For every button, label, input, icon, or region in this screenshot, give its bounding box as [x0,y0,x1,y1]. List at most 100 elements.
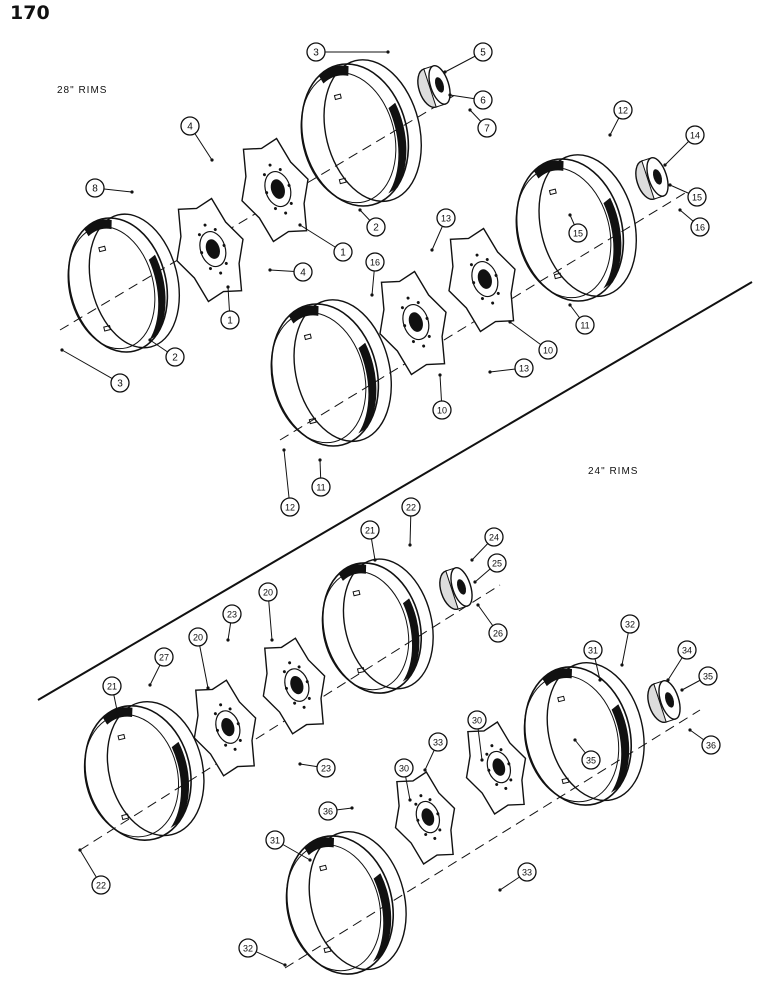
callout-number: 1 [340,248,346,259]
callout-7: 7 [477,118,497,138]
callout-22: 22 [401,497,421,517]
callout-number: 10 [437,406,447,416]
callout-15: 15 [687,187,707,207]
callout-circle [488,623,508,643]
callout-circle [85,178,105,198]
callout-number: 32 [625,620,635,630]
callout-leader-dot [498,888,502,892]
callout-number: 3 [117,379,123,390]
callout-number: 33 [522,868,532,878]
callout-circle [538,340,558,360]
callout-leader-dot [116,713,120,717]
callout-circle [265,830,285,850]
callout-8: 8 [85,178,105,198]
callout-leader-line [61,349,121,384]
callout-number: 13 [441,214,451,224]
callout-21: 21 [360,520,380,540]
callout-number: 11 [316,483,325,493]
rim-24-right-inner [523,662,645,806]
callout-circle [583,640,603,660]
callout-3: 3 [110,373,130,393]
callout-31: 31 [265,830,285,850]
hub-24-upper [439,566,473,611]
rim-28-upper-left-outer [67,213,181,353]
callout-number: 6 [480,96,486,107]
callout-33: 33 [517,862,537,882]
rim-24-right-outer [285,831,407,975]
callout-circle [487,553,507,573]
callout-leader-dot [620,663,624,667]
callout-16: 16 [690,217,710,237]
callout-23: 23 [316,758,336,778]
callout-leader-dot [480,758,484,762]
callout-20: 20 [258,582,278,602]
callout-leader-dot [678,208,682,212]
callout-leader-dot [308,858,312,862]
hub-24-right [647,679,681,724]
callout-leader-dot [680,688,684,692]
callout-circle [293,262,313,282]
callout-number: 16 [695,223,705,233]
callout-leader-dot [358,208,362,212]
section-label-28-rims: 28" RIMS [57,85,108,96]
callout-leader-dot [270,638,274,642]
callout-number: 4 [187,122,193,133]
callout-circle [581,750,601,770]
callout-circle [220,310,240,330]
callout-12: 12 [280,497,300,517]
callout-number: 11 [580,321,589,331]
callout-circle [613,100,633,120]
callout-16: 16 [365,252,385,272]
callout-35: 35 [581,750,601,770]
callout-circle [165,347,185,367]
callout-number: 25 [492,559,502,569]
rim-24-left-outer [83,700,205,841]
callout-leader-dot [373,558,377,562]
callout-circle [258,582,278,602]
rim-28-right-inner [515,154,637,302]
callout-30: 30 [394,758,414,778]
callout-circle [477,118,497,138]
callout-23: 23 [222,604,242,624]
callout-circle [436,208,456,228]
callout-leader-dot [283,963,287,967]
callout-number: 30 [399,764,409,774]
callout-number: 15 [692,193,702,203]
callout-14: 14 [685,125,705,145]
callout-27: 27 [154,647,174,667]
callout-leader-dot [408,543,412,547]
callout-leader-dot [148,338,152,342]
callout-leader-dot [668,183,672,187]
section-divider-line [37,281,753,701]
callout-circle [333,242,353,262]
callout-leader-dot [568,213,572,217]
callout-number: 31 [270,836,280,846]
callout-number: 35 [586,756,596,766]
callout-circle [102,676,122,696]
callout-number: 10 [543,346,553,356]
callout-25: 25 [487,553,507,573]
callout-circle [687,187,707,207]
callout-number: 15 [573,229,583,239]
callout-13: 13 [436,208,456,228]
callout-4: 4 [293,262,313,282]
callout-number: 36 [706,741,716,751]
callout-circle [568,223,588,243]
callout-32: 32 [620,614,640,634]
callout-circle [311,477,331,497]
callout-circle [432,400,452,420]
callout-number: 36 [323,807,333,817]
page-number: 170 [10,2,50,24]
callout-circle [318,801,338,821]
callout-26: 26 [488,623,508,643]
callout-leader-dot [268,268,272,272]
callout-leader-dot [608,133,612,137]
callout-number: 22 [96,881,106,891]
callout-leader-dot [370,293,374,297]
callout-number: 32 [243,944,253,954]
section-label-24-rims: 24" RIMS [588,466,639,477]
callout-number: 3 [313,48,319,59]
callout-number: 4 [300,268,306,279]
callout-1: 1 [333,242,353,262]
callout-circle [365,252,385,272]
